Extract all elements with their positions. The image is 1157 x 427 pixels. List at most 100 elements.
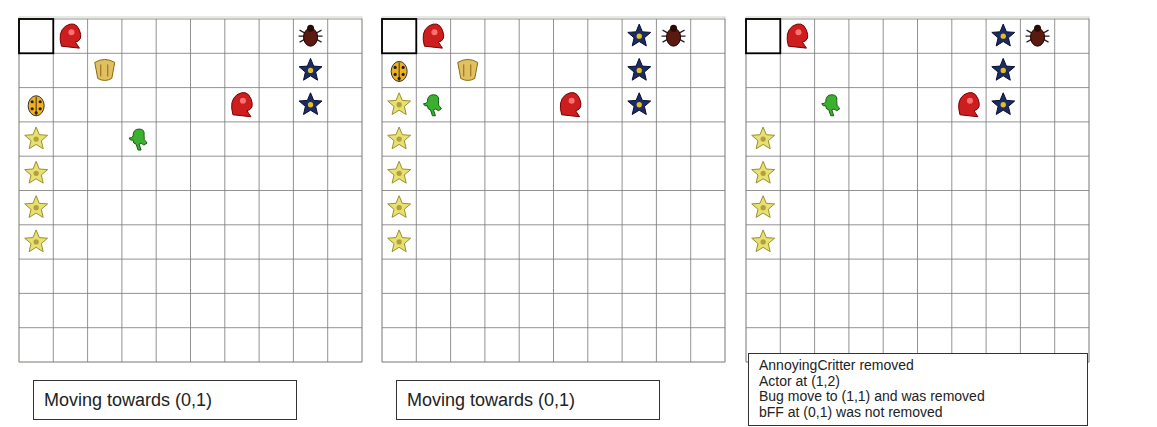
- ladybug-spot: [394, 73, 397, 76]
- message-text: Actor at (1,2): [759, 374, 1077, 390]
- critter-icon: [232, 93, 253, 117]
- flower-icon: [992, 58, 1015, 80]
- grid-line: [656, 19, 657, 362]
- flower-icon: [388, 230, 411, 252]
- flower-center: [761, 239, 766, 244]
- message-text: Moving towards (0,1): [44, 390, 212, 410]
- message-box: AnnoyingCritter removedActor at (1,2)Bug…: [748, 353, 1088, 426]
- bug-head: [1034, 25, 1041, 32]
- flower-icon: [388, 196, 411, 218]
- flower-center: [34, 136, 39, 141]
- flower-icon: [25, 127, 48, 149]
- critter-detail: [464, 64, 471, 76]
- flower-icon: [992, 93, 1015, 115]
- grid-frame: [19, 17, 362, 362]
- message-text: Bug move to (1,1) and was removed: [759, 389, 1077, 405]
- bug-head: [307, 25, 314, 32]
- grid-line: [382, 224, 725, 225]
- grid-line: [224, 19, 225, 362]
- ladybug-spot: [31, 100, 34, 103]
- flower-icon: [628, 58, 651, 80]
- selected-cell: [382, 19, 416, 53]
- flower-center: [1001, 102, 1006, 107]
- grid-line: [587, 19, 588, 362]
- ladybug-spot: [39, 107, 42, 110]
- flower-center: [761, 136, 766, 141]
- flower-icon: [25, 230, 48, 252]
- grid-line: [690, 19, 691, 362]
- flower-icon: [388, 93, 411, 115]
- flower-center: [34, 171, 39, 176]
- selected-cell: [19, 19, 53, 53]
- message-box: Moving towards (0,1): [396, 380, 660, 420]
- grid-line: [746, 327, 1089, 328]
- flower-center: [637, 34, 642, 39]
- flower-icon: [752, 196, 775, 218]
- grid-line: [725, 19, 726, 362]
- flower-icon: [628, 24, 651, 46]
- ladybug-spot: [31, 107, 34, 110]
- flower-center: [761, 171, 766, 176]
- grid-line: [382, 190, 725, 191]
- flower-icon: [25, 161, 48, 183]
- grid-line: [293, 19, 294, 362]
- flower-icon: [388, 127, 411, 149]
- grid-line: [19, 259, 362, 260]
- flower-center: [308, 68, 313, 73]
- grid-frame: [382, 17, 725, 362]
- grid-line: [382, 259, 725, 260]
- flower-icon: [299, 93, 322, 115]
- message-text: AnnoyingCritter removed: [759, 358, 1077, 374]
- message-text: bFF at (0,1) was not removed: [759, 405, 1077, 421]
- grid-line: [382, 293, 725, 294]
- selected-cell: [746, 19, 780, 53]
- flower-icon: [388, 161, 411, 183]
- grid-line: [19, 327, 362, 328]
- ladybug-icon: [28, 96, 44, 116]
- flower-center: [397, 171, 402, 176]
- critter-icon: [959, 93, 980, 117]
- critter-icon: [423, 95, 441, 116]
- grid-line: [19, 293, 362, 294]
- flower-icon: [752, 161, 775, 183]
- ladybug-spot: [402, 66, 405, 69]
- ladybug-spot: [394, 66, 397, 69]
- flower-center: [397, 205, 402, 210]
- message-box: Moving towards (0,1): [33, 380, 297, 420]
- grid-line: [746, 293, 1089, 294]
- flower-center: [308, 102, 313, 107]
- flower-center: [761, 205, 766, 210]
- critter-icon: [822, 95, 840, 116]
- critter-icon: [458, 59, 478, 80]
- grid-line: [951, 19, 952, 362]
- grid-line: [19, 362, 362, 363]
- critter-icon: [129, 129, 147, 150]
- flower-center: [34, 239, 39, 244]
- flower-icon: [25, 196, 48, 218]
- critter-icon: [60, 24, 81, 48]
- ladybug-spot: [39, 100, 42, 103]
- flower-center: [397, 136, 402, 141]
- flower-icon: [752, 127, 775, 149]
- grid-frame: [746, 17, 1089, 362]
- grid-line: [19, 224, 362, 225]
- grid-line: [622, 19, 623, 362]
- grid-line: [1020, 19, 1021, 362]
- ladybug-spot: [402, 73, 405, 76]
- critter-icon: [787, 24, 808, 48]
- flower-center: [1001, 34, 1006, 39]
- grid-line: [746, 224, 1089, 225]
- flower-icon: [299, 58, 322, 80]
- grid-line: [746, 259, 1089, 260]
- flower-center: [397, 102, 402, 107]
- flower-icon: [992, 24, 1015, 46]
- flower-center: [34, 205, 39, 210]
- grid-line: [19, 190, 362, 191]
- grid-line: [362, 19, 363, 362]
- grid-line: [986, 19, 987, 362]
- flower-icon: [628, 93, 651, 115]
- grid-line: [1089, 19, 1090, 362]
- message-text: Moving towards (0,1): [407, 390, 575, 410]
- flower-center: [397, 239, 402, 244]
- flower-center: [1001, 68, 1006, 73]
